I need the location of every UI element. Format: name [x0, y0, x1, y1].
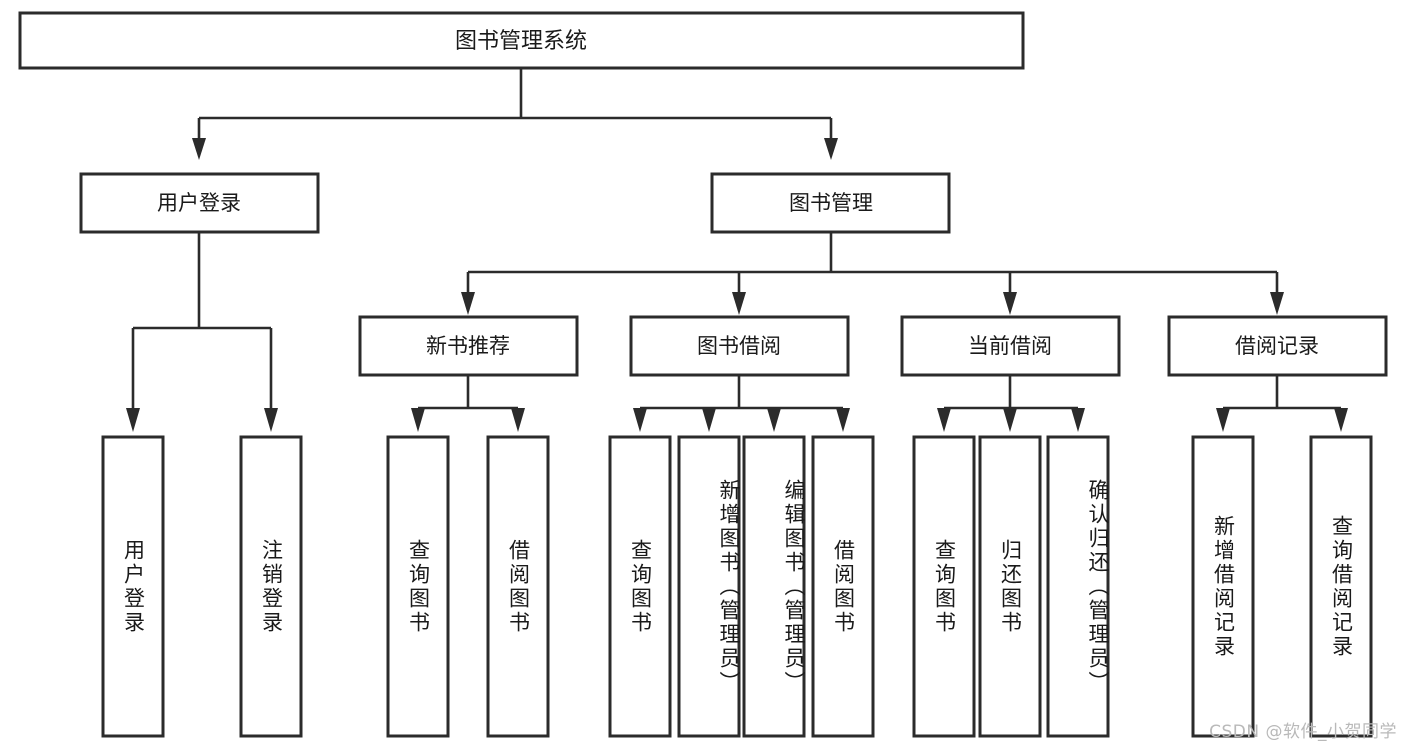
- arrowhead-leaf-user-login: [126, 408, 140, 432]
- arrowhead-leaf-query-record: [1334, 408, 1348, 432]
- leaf-query-book-2-box[interactable]: [608, 435, 672, 738]
- arrowhead-leaf-add-record: [1216, 408, 1230, 432]
- node-book-borrow-label: 图书借阅: [697, 334, 781, 358]
- arrowhead-user-login: [192, 138, 206, 160]
- leaf-query-record-box[interactable]: [1309, 435, 1373, 738]
- node-root-box[interactable]: [18, 11, 1025, 70]
- arrowhead-leaf-add-book: [702, 408, 716, 432]
- arrowhead-leaf-return-book: [1003, 408, 1017, 432]
- connector-layer: [126, 68, 1348, 432]
- leaf-add-record-box[interactable]: [1191, 435, 1255, 738]
- arrowhead-leaf-borrow-book-2: [836, 408, 850, 432]
- node-new-book-recommend-box[interactable]: [358, 315, 579, 377]
- arrowhead-leaf-logout: [264, 408, 278, 432]
- node-user-login-label: 用户登录: [157, 191, 241, 215]
- arrowhead-book-manage: [824, 138, 838, 160]
- node-current-borrow[interactable]: 当前借阅: [900, 315, 1121, 377]
- arrowhead-leaf-borrow-book-1: [511, 408, 525, 432]
- arrowhead-leaf-query-book-2: [633, 408, 647, 432]
- leaf-confirm-return-box[interactable]: [1046, 435, 1110, 738]
- node-book-manage-box[interactable]: [710, 172, 951, 234]
- arrowhead-leaf-edit-book: [767, 408, 781, 432]
- leaf-query-book-1-box[interactable]: [386, 435, 450, 738]
- arrowhead-new-book-recommend: [461, 292, 475, 315]
- node-borrow-record-box[interactable]: [1167, 315, 1388, 377]
- leaf-borrow-book-2-box[interactable]: [811, 435, 875, 738]
- leaf-user-login-box[interactable]: [101, 435, 165, 738]
- node-book-borrow-box[interactable]: [629, 315, 850, 377]
- node-new-book-recommend[interactable]: 新书推荐: [358, 315, 579, 377]
- leaf-layer: [101, 435, 1373, 738]
- node-current-borrow-label: 当前借阅: [968, 334, 1052, 358]
- node-book-manage[interactable]: 图书管理: [710, 172, 951, 234]
- node-root[interactable]: 图书管理系统: [18, 11, 1025, 70]
- arrowhead-current-borrow: [1003, 292, 1017, 315]
- arrowhead-book-borrow: [732, 292, 746, 315]
- leaf-edit-book-box[interactable]: [742, 435, 806, 738]
- node-root-label: 图书管理系统: [455, 29, 587, 54]
- node-book-borrow[interactable]: 图书借阅: [629, 315, 850, 377]
- watermark: CSDN @软件_小贺同学: [1209, 722, 1397, 742]
- node-borrow-record-label: 借阅记录: [1235, 334, 1319, 358]
- node-borrow-record[interactable]: 借阅记录: [1167, 315, 1388, 377]
- arrowhead-leaf-query-book-3: [937, 408, 951, 432]
- leaf-borrow-book-1-box[interactable]: [486, 435, 550, 738]
- leaf-logout-box[interactable]: [239, 435, 303, 738]
- arrowhead-borrow-record: [1270, 292, 1284, 315]
- leaf-return-book-box[interactable]: [978, 435, 1042, 738]
- node-book-manage-label: 图书管理: [789, 191, 873, 215]
- node-user-login-box[interactable]: [79, 172, 320, 234]
- node-current-borrow-box[interactable]: [900, 315, 1121, 377]
- leaf-query-book-3-box[interactable]: [912, 435, 976, 738]
- arrowhead-leaf-query-book-1: [411, 408, 425, 432]
- leaf-add-book-box[interactable]: [677, 435, 741, 738]
- arrowhead-leaf-confirm-return: [1071, 408, 1085, 432]
- node-new-book-recommend-label: 新书推荐: [426, 334, 510, 358]
- node-user-login[interactable]: 用户登录: [79, 172, 320, 234]
